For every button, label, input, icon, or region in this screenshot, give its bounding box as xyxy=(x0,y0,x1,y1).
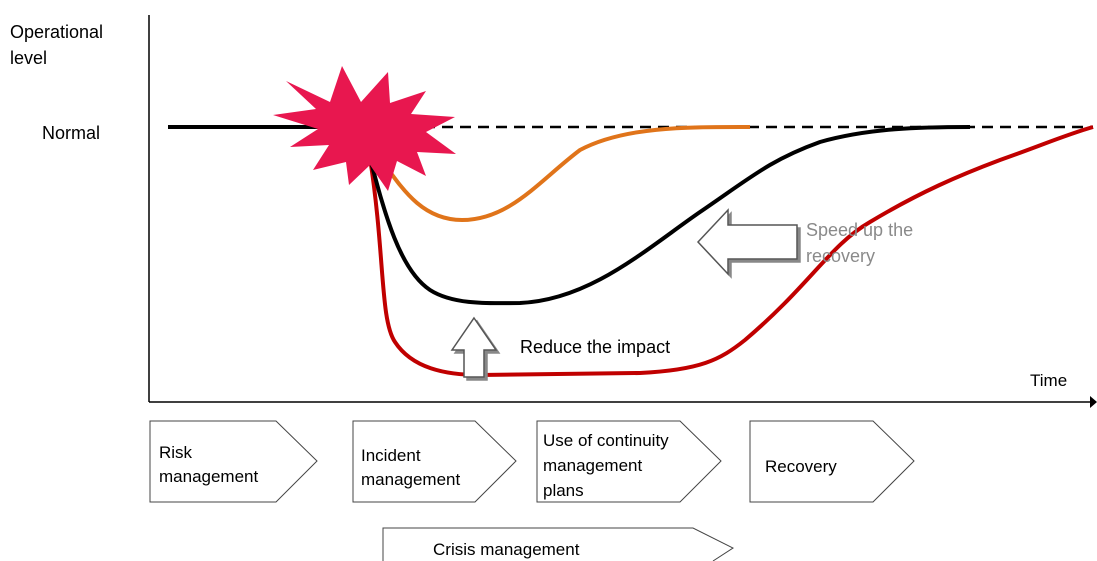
orange-curve xyxy=(378,124,751,223)
speed-up-label-line2: recovery xyxy=(806,246,875,266)
crisis-management-shape xyxy=(382,527,735,561)
crisis-management-label: Crisis management xyxy=(433,540,580,559)
speed-up-label-line1: Speed up the xyxy=(806,220,913,240)
y-axis-label-line2: level xyxy=(10,48,47,68)
black-curve xyxy=(368,125,971,306)
incident-burst xyxy=(273,66,456,191)
red-curve xyxy=(368,125,1094,378)
phase-continuity-label-line2: management xyxy=(543,456,643,475)
reduce-impact-label: Reduce the impact xyxy=(520,337,670,357)
x-axis-label: Time xyxy=(1030,371,1067,390)
phase-continuity-label-line3: plans xyxy=(543,481,584,500)
phase-incident-label-line2: management xyxy=(361,470,461,489)
x-axis-arrowhead xyxy=(1090,396,1097,408)
phase-risk-label-line1: Risk xyxy=(159,443,193,462)
phase-recovery-label: Recovery xyxy=(765,457,837,476)
y-axis-label-line1: Operational xyxy=(10,22,103,42)
phase-risk-management xyxy=(149,420,318,503)
phase-risk-label-line2: management xyxy=(159,467,259,486)
phase-recovery xyxy=(749,420,915,503)
speed-up-arrow xyxy=(696,208,798,276)
reduce-impact-arrow xyxy=(450,316,498,378)
phase-continuity-label-line1: Use of continuity xyxy=(543,431,669,450)
phase-continuity-plans xyxy=(536,420,722,503)
normal-level-label: Normal xyxy=(42,123,100,143)
phase-incident-management xyxy=(352,420,517,503)
phase-incident-label-line1: Incident xyxy=(361,446,421,465)
